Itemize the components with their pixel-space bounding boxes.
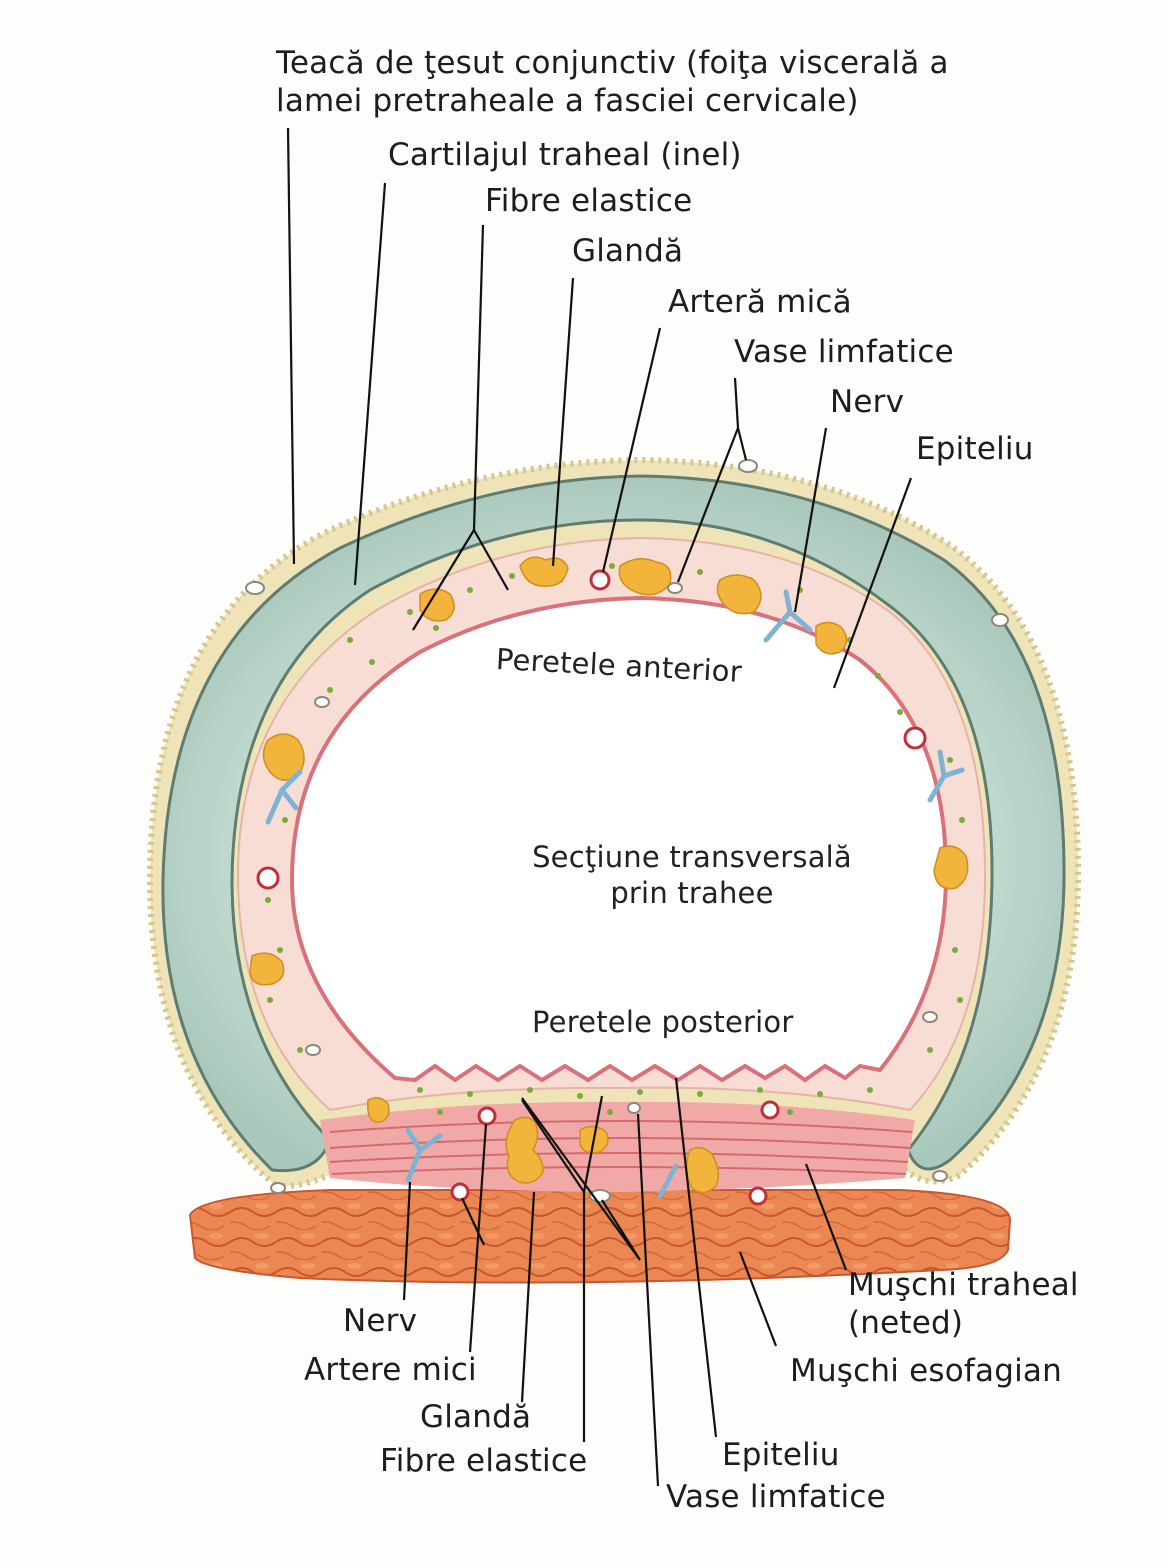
- artery-posterior-1: [477, 1106, 497, 1126]
- label-section-line1: Secţiune transversală: [532, 840, 852, 874]
- label-sheath-line1: Teacă de ţesut conjunctiv (foiţa viscera…: [276, 45, 949, 81]
- nerves: [265, 589, 965, 1199]
- label-arteries-bottom: Artere mici: [304, 1352, 477, 1388]
- gland-right: [933, 845, 969, 890]
- label-tracheal-muscle-line1: Muşchi traheal: [848, 1267, 1079, 1303]
- nerve-left: [265, 769, 303, 825]
- label-lymph-top: Vase limfatice: [734, 334, 954, 370]
- gland-anterior-4: [815, 621, 848, 655]
- artery-posterior-3: [760, 1100, 780, 1120]
- label-nerve-top: Nerv: [830, 384, 905, 420]
- nerve-posterior-1: [405, 1127, 443, 1183]
- gland-posterior-4: [367, 1097, 390, 1123]
- gland-anterior-3: [716, 574, 762, 615]
- label-esophageal-muscle: Muşchi esofagian: [790, 1353, 1062, 1389]
- label-epithelium-bottom: Epiteliu: [722, 1437, 840, 1473]
- artery-posterior-2: [450, 1182, 470, 1202]
- label-elastic-fibers-bottom: Fibre elastice: [380, 1443, 588, 1479]
- label-posterior-wall: Peretele posterior: [532, 1005, 794, 1039]
- label-nerve-bottom: Nerv: [343, 1303, 418, 1339]
- glands: [249, 556, 969, 1194]
- label-elastic-fibers-top: Fibre elastice: [485, 183, 693, 219]
- gland-anterior-5: [419, 588, 455, 622]
- nerve-right: [927, 749, 965, 803]
- gland-left-low: [249, 952, 285, 986]
- tracheal-cartilage-ring: [161, 474, 1066, 1173]
- gland-posterior-1: [505, 1116, 544, 1184]
- label-lymph-bottom: Vase limfatice: [666, 1479, 886, 1515]
- artery-posterior-4: [748, 1186, 768, 1206]
- label-gland-bottom: Glandă: [420, 1399, 532, 1435]
- label-tracheal-muscle-line2: (neted): [848, 1305, 964, 1341]
- label-section-line2: prin trahee: [610, 876, 774, 910]
- lymphatic-vessels: [245, 459, 1009, 1203]
- label-artery-top: Arteră mică: [668, 284, 852, 320]
- nerve-anterior: [763, 589, 813, 643]
- artery-right: [903, 726, 927, 750]
- label-cartilage: Cartilajul traheal (inel): [388, 137, 742, 173]
- leader-lines: [286, 127, 913, 1487]
- esophageal-muscle: [188, 1189, 1012, 1284]
- artery-left: [256, 866, 280, 890]
- label-gland-top: Glandă: [572, 233, 684, 269]
- nerve-posterior-2: [657, 1163, 679, 1199]
- arteries: [256, 569, 927, 1206]
- artery-anterior: [589, 569, 611, 591]
- label-epithelium-top: Epiteliu: [916, 431, 1034, 467]
- gland-anterior-1: [519, 556, 569, 587]
- label-sheath-line2: lamei pretraheale a fasciei cervicale): [276, 83, 859, 119]
